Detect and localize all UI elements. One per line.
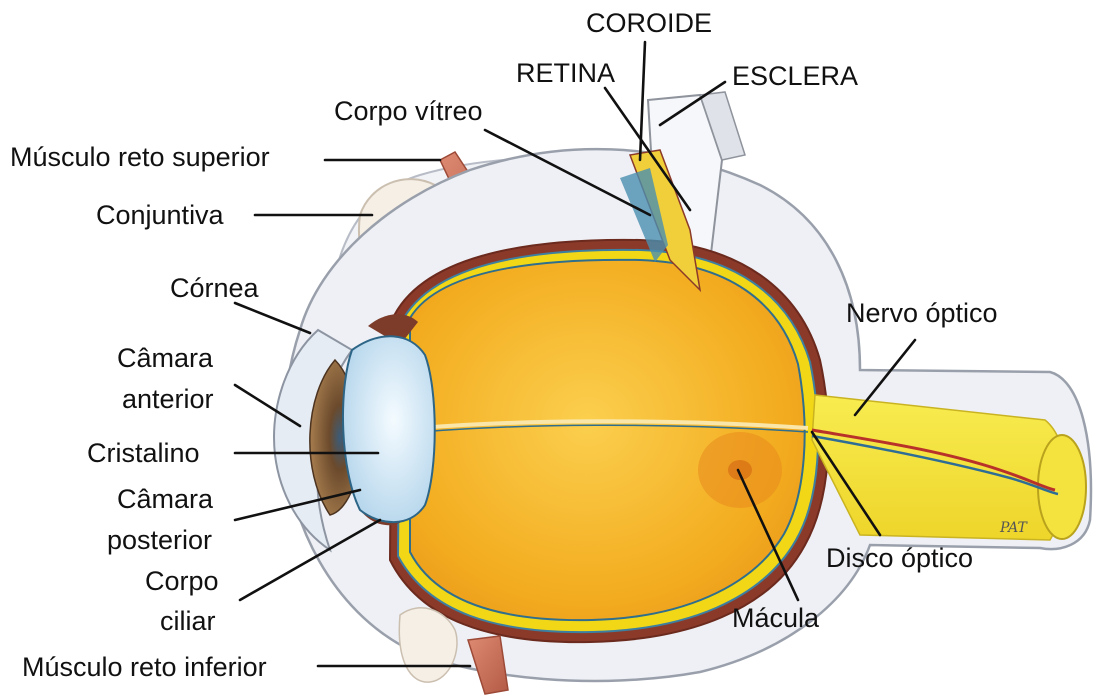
label-conjuntiva: Conjuntiva: [96, 200, 225, 230]
eye-illustration: PAT: [274, 92, 1091, 694]
label-macula: Mácula: [732, 603, 820, 633]
label-camara-anterior-line2: anterior: [122, 384, 214, 414]
label-camara-posterior-line1: Câmara: [117, 484, 214, 514]
label-corpo-ciliar-line1: Corpo: [145, 566, 219, 596]
label-esclera: ESCLERA: [732, 61, 858, 91]
label-musculo-reto-superior: Músculo reto superior: [10, 142, 270, 172]
leader-cornea: [235, 303, 310, 333]
label-musculo-reto-inferior: Músculo reto inferior: [22, 652, 267, 682]
label-nervo-optico: Nervo óptico: [846, 298, 998, 328]
label-cornea: Córnea: [170, 273, 260, 303]
label-corpo-ciliar-line2: ciliar: [160, 606, 216, 636]
label-retina: RETINA: [516, 58, 615, 88]
label-coroide: COROIDE: [586, 8, 712, 38]
artist-signature: PAT: [999, 520, 1028, 536]
label-disco-optico: Disco óptico: [826, 543, 973, 573]
label-corpo-vitreo: Corpo vítreo: [334, 96, 483, 126]
lens: [343, 336, 435, 522]
label-camara-posterior-line2: posterior: [107, 525, 212, 555]
label-camara-anterior-line1: Câmara: [117, 343, 214, 373]
label-cristalino: Cristalino: [87, 438, 200, 468]
